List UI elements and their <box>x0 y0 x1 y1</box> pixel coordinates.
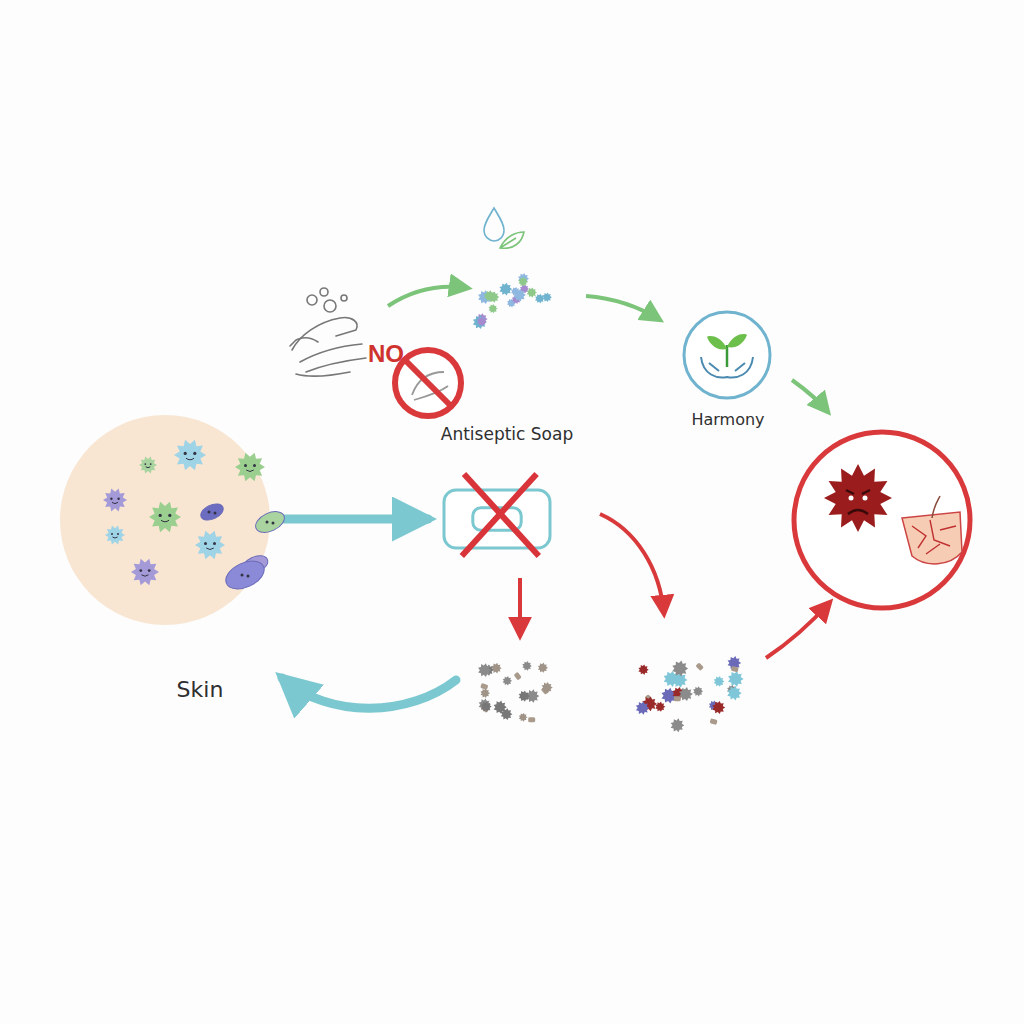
skin-circle-outline <box>60 415 270 625</box>
soap-bar: Antiseptic Soap <box>442 488 552 550</box>
soap-bar-outline <box>442 488 552 550</box>
node-label: Skin <box>177 677 224 702</box>
harmony-circle-outline <box>682 310 772 400</box>
prohibition-label: NO <box>368 340 404 368</box>
node-label: Harmony <box>691 410 764 429</box>
skin-circle: Skin <box>60 415 270 625</box>
damage-circle <box>794 432 970 608</box>
harmony-circle: Harmony <box>682 310 772 400</box>
hand-wash-icon <box>290 288 366 376</box>
flow-arrow <box>280 515 428 524</box>
water-leaf-icon <box>484 208 524 248</box>
node-label: Antiseptic Soap <box>441 424 573 444</box>
prohibition-sign <box>395 350 461 416</box>
